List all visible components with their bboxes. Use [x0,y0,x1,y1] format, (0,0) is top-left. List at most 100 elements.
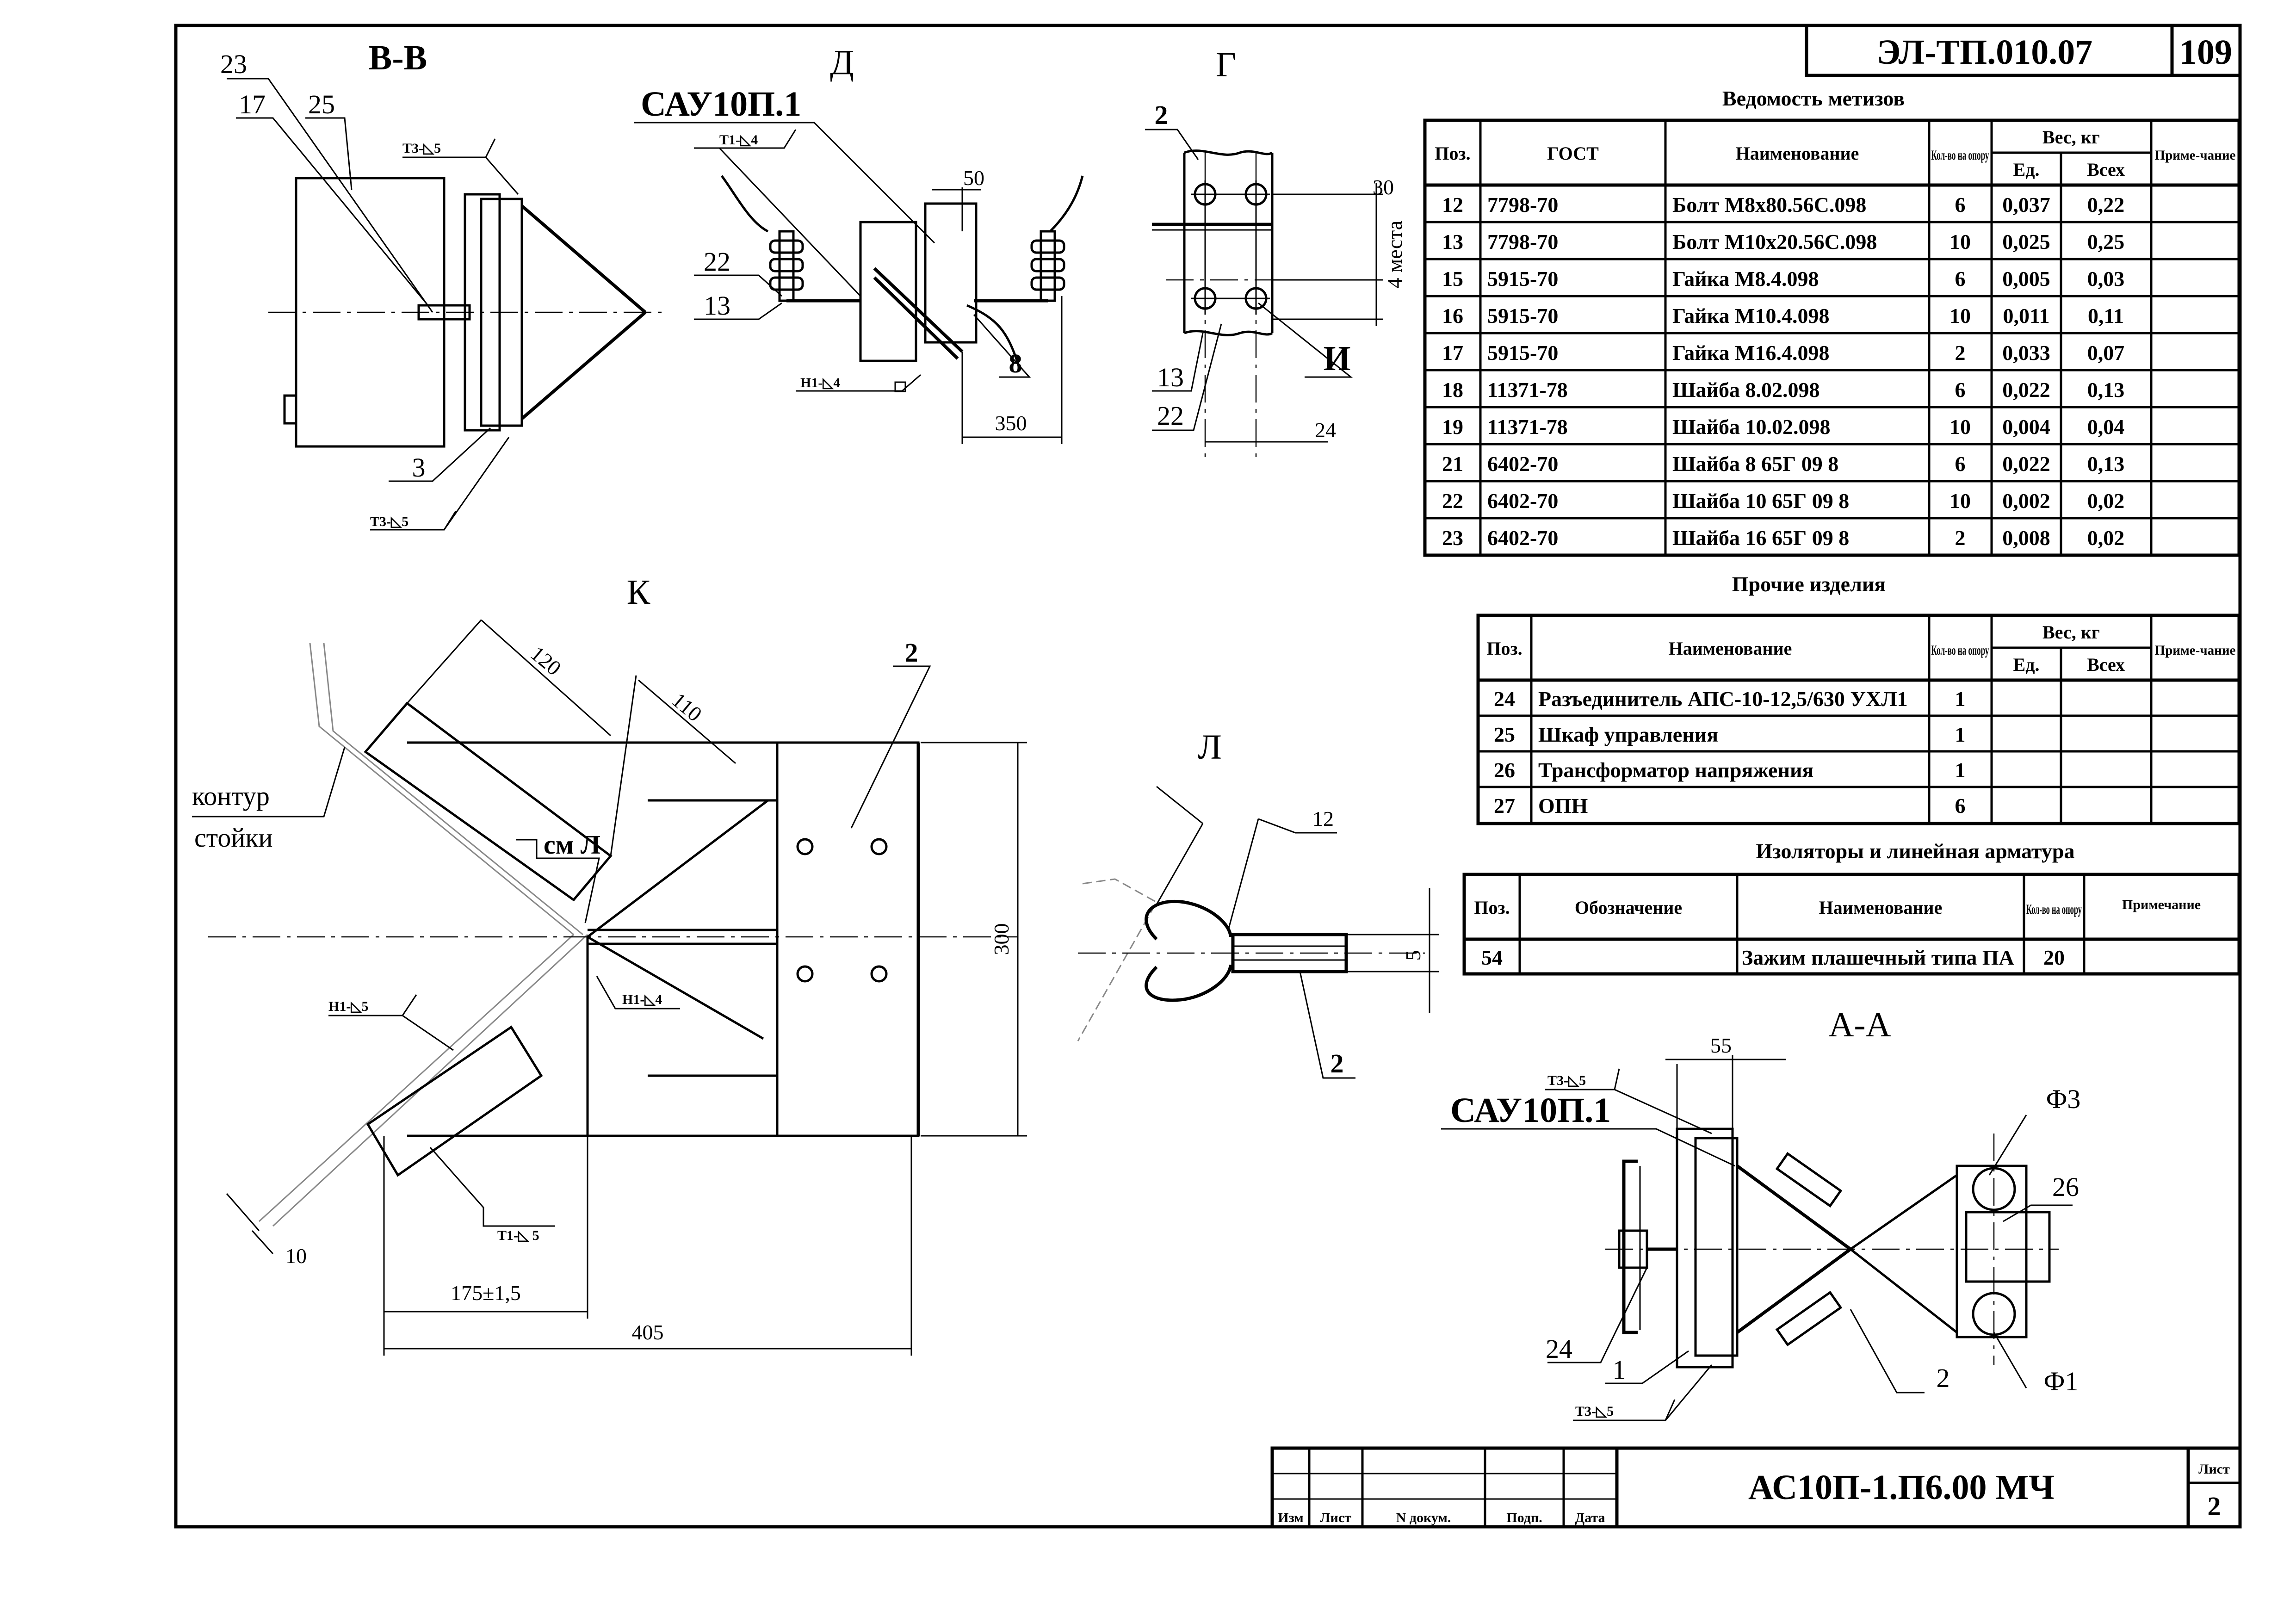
other-qty: 1 [1955,687,1966,711]
view-bb: В-В 23 17 25 3 Т3-◺5 Т3-◺5 [220,38,666,531]
fastener-unit: 0,002 [2002,489,2050,513]
pos-25: 25 [308,89,335,119]
fastener-qty: 2 [1955,341,1966,365]
fastener-pos: 23 [1442,526,1463,550]
fastener-total: 0,02 [2087,526,2125,550]
weld-t3-aa-top: Т3-◺5 [1547,1073,1586,1088]
ih-note: Примечание [2122,897,2201,912]
insulators-title: Изоляторы и линейная арматура [1756,839,2075,863]
tb-col-date: Дата [1575,1510,1605,1525]
weld-n1-4-d: Н1-◺4 [800,375,840,390]
tb-col-sign: Подп. [1506,1510,1542,1525]
fastener-pos: 16 [1442,304,1463,328]
view-l: Л 12 5 2 [1077,728,1439,1079]
ih-name: Наименование [1819,897,1943,918]
fastener-pos: 18 [1442,378,1463,402]
fastener-qty: 10 [1949,230,1971,254]
tb-sheet-label: Лист [2198,1462,2230,1477]
fastener-total: 0,22 [2087,193,2125,217]
fastener-unit: 0,025 [2002,230,2050,254]
insulator-right [974,230,1065,303]
ih-qty: Кол-во на опору [2026,902,2082,917]
page-number: 109 [2179,33,2232,72]
fasteners-table: Ведомость метизов Поз. ГОСТ Наименование… [1423,87,2241,557]
dim-405: 405 [632,1320,664,1344]
view-d: Д САУ10П.1 Т1-◺4 22 13 [634,43,1084,444]
fastener-name: Шайба 16 65Г 09 8 [1672,526,1849,550]
fastener-pos: 21 [1442,452,1463,476]
fastener-gost: 5915-70 [1487,341,1558,365]
ih-designation: Обозначение [1575,897,1682,918]
fastener-total: 0,03 [2087,267,2125,291]
view-aa: А-А САУ10П.1 55 Т3-◺5 Т3-◺5 26 [1441,1005,2080,1421]
dim-10: 10 [285,1244,307,1268]
other-qty: 1 [1955,723,1966,746]
doc-code-block: ЭЛ-ТП.010.07 109 [1805,24,2242,77]
weld-t3-bottom: Т3-◺5 [370,514,408,529]
ih-pos: Поз. [1474,897,1510,918]
fastener-unit: 0,022 [2002,452,2050,476]
fh-name: Наименование [1736,143,1859,164]
view-d-title: Д [830,43,854,82]
pos-2-k: 2 [905,638,918,668]
fasteners-title: Ведомость метизов [1722,87,1905,110]
tb-col-list: Лист [1320,1510,1351,1525]
fastener-unit: 0,004 [2002,415,2050,439]
sau-label-2: САУ10П.1 [1450,1091,1611,1130]
other-name: Шкаф управления [1538,723,1718,746]
pos-17: 17 [239,89,266,119]
view-aa-title: А-А [1828,1005,1891,1044]
fastener-qty: 10 [1949,489,1971,513]
fastener-name: Болт М8х80.56С.098 [1672,193,1866,217]
dim-30: 30 [1373,175,1394,199]
view-g-title: Г [1216,45,1236,84]
pos-2-l: 2 [1331,1048,1344,1078]
fastener-qty: 10 [1949,415,1971,439]
fastener-gost: 11371-78 [1487,378,1568,402]
fastener-pos: 19 [1442,415,1463,439]
fastener-qty: 6 [1955,452,1966,476]
fastener-gost: 6402-70 [1487,526,1558,550]
fastener-gost: 5915-70 [1487,304,1558,328]
fastener-name: Гайка М10.4.098 [1672,304,1829,328]
pos-13-g: 13 [1157,362,1184,392]
dim-300: 300 [990,923,1013,955]
fastener-name: Шайба 10.02.098 [1672,415,1831,439]
weld-t3-aa-bottom: Т3-◺5 [1575,1404,1614,1419]
pos-2-g: 2 [1155,100,1168,130]
dim-24: 24 [1315,418,1336,442]
oh-unit: Ед. [2013,654,2040,675]
insulators-table: Изоляторы и линейная арматура Поз. Обозн… [1462,839,2241,976]
oh-name: Наименование [1669,638,1792,659]
weld-t1-4: Т1-◺4 [719,132,758,148]
fastener-name: Гайка М8.4.098 [1672,267,1819,291]
other-name: Разъединитель АПС-10-12,5/630 УХЛ1 [1538,687,1908,711]
pos-24: 24 [1546,1334,1572,1364]
tb-col-doc: N докум. [1396,1510,1451,1525]
weld-n1-5: Н1-◺5 [328,999,368,1014]
weld-t1-5: Т1-◺ 5 [497,1228,539,1243]
dim-5: 5 [1401,950,1425,961]
fastener-total: 0,07 [2087,341,2125,365]
sau-label: САУ10П.1 [641,85,801,124]
insulator-name: Зажим плашечный типа ПА [1742,946,2014,969]
pos-22-g: 22 [1157,401,1184,431]
fastener-gost: 7798-70 [1487,230,1558,254]
oh-weight: Вес, кг [2042,622,2100,643]
tb-designation: АС10П-1.П6.00 МЧ [1748,1468,2055,1507]
fastener-pos: 12 [1442,193,1463,217]
dim-175: 175±1,5 [451,1281,521,1305]
other-title: Прочие изделия [1732,572,1886,596]
fastener-total: 0,25 [2087,230,2125,254]
fastener-total: 0,11 [2088,304,2124,328]
view-k-title: К [627,573,650,612]
oh-total: Всех [2087,654,2125,675]
fastener-total: 0,02 [2087,489,2125,513]
fastener-qty: 6 [1955,193,1966,217]
insulator-left [769,230,860,303]
dim-110: 110 [668,688,706,726]
pos-2-aa: 2 [1937,1363,1950,1393]
contour-label-1: контур [192,781,270,811]
